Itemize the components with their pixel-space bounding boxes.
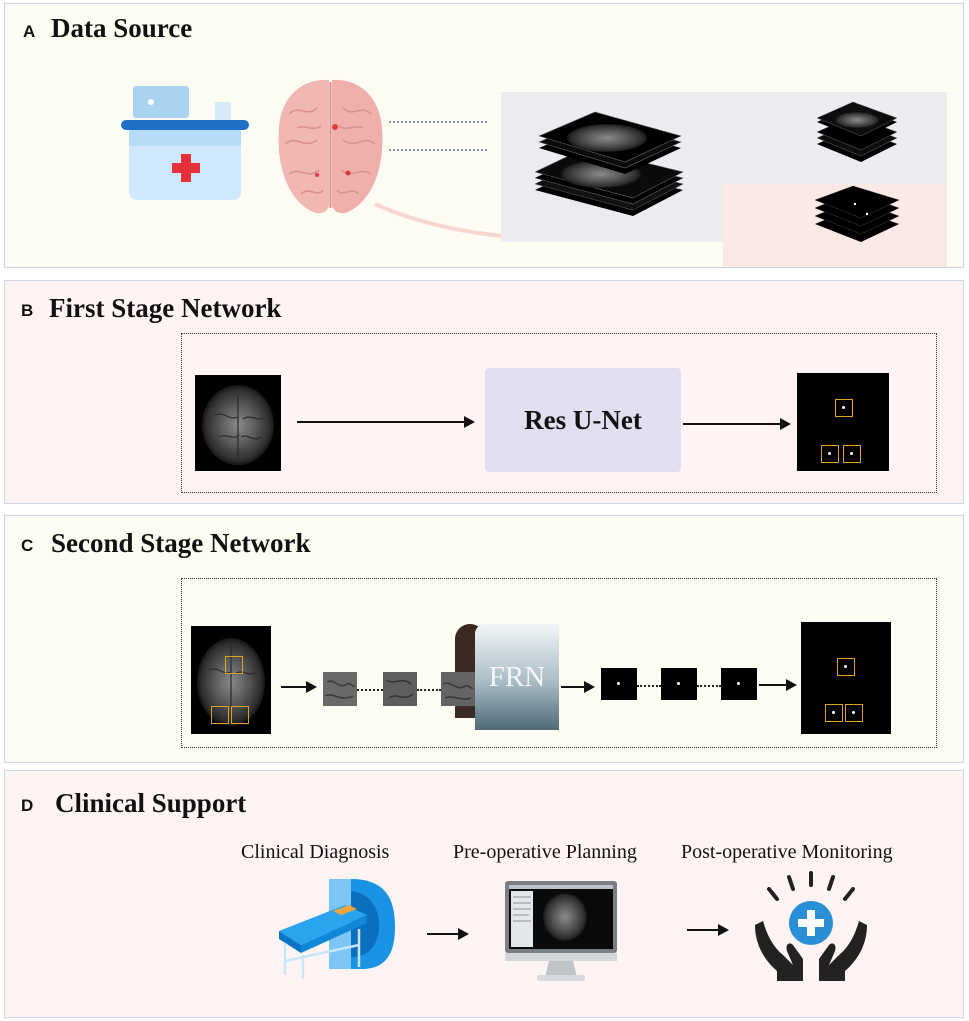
panel-clinical-support: D Clinical Support Clinical Diagnosis Pr… [4, 770, 964, 1018]
patch-mask [661, 668, 697, 700]
patch-image [323, 672, 357, 706]
sequence-dots [697, 685, 721, 687]
patch-image [383, 672, 417, 706]
care-hands-icon [755, 871, 867, 981]
sequence-dots [637, 685, 661, 687]
panel-letter: D [21, 796, 34, 815]
flow-arrow [281, 681, 317, 693]
candidate-box [835, 399, 853, 417]
candidate-box [843, 445, 861, 463]
candidate-box [231, 706, 249, 724]
flow-arrow [297, 416, 475, 428]
patch-image [441, 672, 475, 706]
connector-line [389, 149, 487, 151]
panel-second-stage: C Second Stage Network FRN [4, 515, 964, 763]
panel-title: Data Source [51, 13, 193, 43]
panel-letter: B [21, 301, 34, 320]
detection-output [797, 373, 889, 471]
hospital-icon [121, 86, 249, 200]
patch-mask [721, 668, 757, 700]
lesion-mask-stack [814, 185, 900, 242]
mri-input-slice [195, 375, 281, 471]
flow-arrow [759, 679, 797, 691]
monitor-icon [505, 881, 617, 981]
candidate-box [821, 445, 839, 463]
mri-slice-stack [535, 111, 684, 216]
refined-output [801, 622, 891, 734]
flow-arrow [561, 681, 595, 693]
panel-data-source: A Data Source [4, 3, 964, 268]
patch-mask [601, 668, 637, 700]
step-label-diagnosis: Clinical Diagnosis [241, 841, 390, 863]
lesion-box [825, 704, 843, 722]
frn-block: FRN [475, 624, 559, 730]
mri-slice-stack-small [816, 101, 898, 162]
candidate-box [225, 656, 243, 674]
step-label-monitoring: Post-operative Monitoring [681, 841, 893, 863]
lesion-box [837, 658, 855, 676]
connector-line [389, 121, 487, 123]
flow-arrow [427, 928, 469, 940]
mri-candidate-slice [191, 626, 271, 734]
res-unet-block: Res U-Net [485, 368, 681, 472]
lesion-box [845, 704, 863, 722]
pipeline-frame [181, 578, 937, 748]
flow-arrow [687, 924, 729, 936]
panel-first-stage: B First Stage Network Res U-Net [4, 280, 964, 504]
sequence-dots [357, 689, 383, 691]
panel-letter: A [23, 22, 36, 41]
panel-title: Second Stage Network [51, 528, 311, 558]
mri-scanner-icon [279, 879, 395, 979]
flow-arrow [683, 418, 791, 430]
brain-icon [278, 79, 383, 214]
candidate-box [211, 706, 229, 724]
panel-letter: C [21, 536, 34, 555]
panel-title: First Stage Network [49, 293, 282, 323]
pipeline-frame [181, 333, 937, 493]
panel-title: Clinical Support [55, 788, 247, 818]
sequence-dots [417, 689, 441, 691]
step-label-planning: Pre-operative Planning [453, 841, 637, 863]
